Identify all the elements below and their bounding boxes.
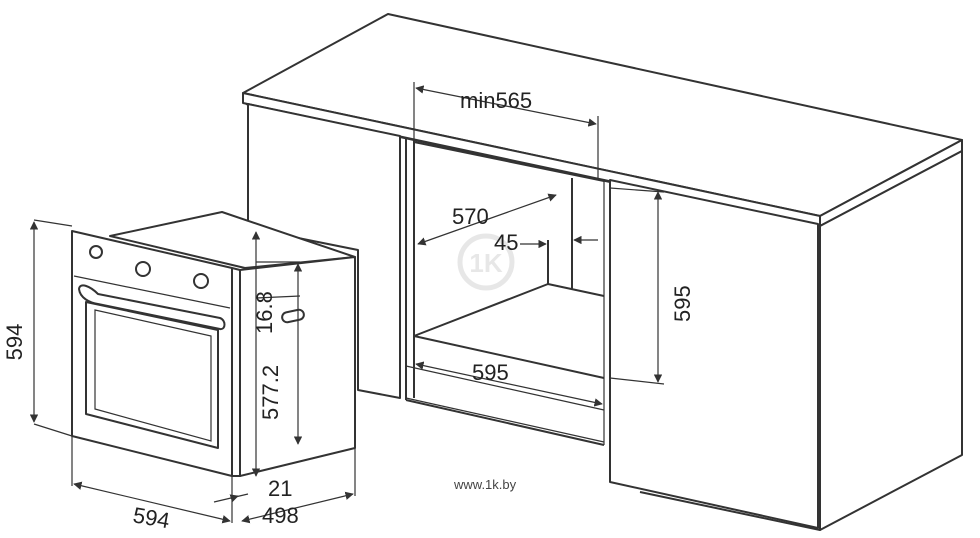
oven-handle	[78, 284, 226, 331]
oven-front-panel	[71, 230, 233, 477]
niche-inner	[413, 141, 605, 398]
dimension-lines	[29, 82, 665, 524]
label-vent-gap: 45	[494, 230, 518, 255]
knob-center-icon	[135, 261, 151, 277]
oven	[71, 211, 356, 477]
watermark-logo-icon	[457, 233, 515, 291]
label-top-offset: 16.8	[252, 291, 277, 334]
oven-window-inner	[94, 309, 212, 442]
label-oven-height: 594	[2, 324, 27, 361]
niche-frame	[405, 138, 605, 446]
oven-knobs	[89, 245, 209, 289]
label-panel-thickness: 21	[268, 476, 292, 501]
oven-control-line	[73, 275, 231, 309]
cabinet	[242, 13, 963, 531]
label-side-height: 577.2	[258, 365, 283, 420]
watermark: 1K	[457, 233, 515, 291]
knob-left-icon	[89, 245, 103, 259]
watermark-url: www.1k.by	[453, 477, 517, 492]
label-body-depth: 498	[262, 503, 299, 528]
oven-window-outer	[85, 301, 219, 449]
label-oven-width: 594	[131, 502, 172, 533]
knob-right-icon	[193, 273, 209, 289]
label-niche-width: 595	[472, 360, 509, 385]
oven-front-edge	[231, 267, 241, 477]
cabinet-right-door-edge	[603, 179, 611, 482]
watermark-logo-text: 1K	[469, 248, 502, 278]
label-niche-height: 595	[670, 285, 695, 322]
label-niche-inner-width: 570	[452, 204, 489, 229]
cabinet-right-door	[609, 179, 819, 529]
label-niche-min-depth: min565	[460, 88, 532, 113]
